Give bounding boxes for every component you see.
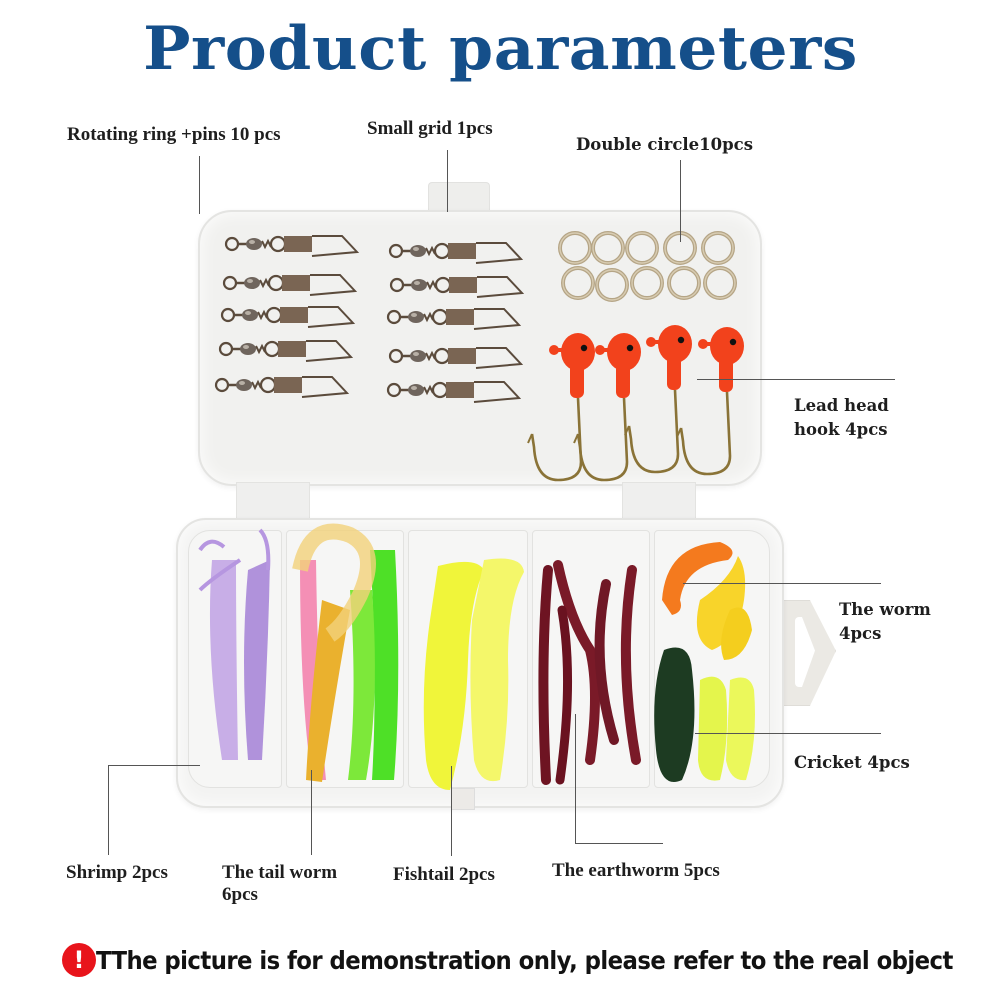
leader-line-earthworm-v [575,714,577,844]
label-cricket: Cricket 4pcs [794,753,910,772]
leader-line-double-circle [680,160,682,242]
leader-line-small-grid [447,150,449,212]
leader-line-shrimp-h [108,765,200,767]
leader-line-fishtail [451,766,453,856]
page-title: Product parameters [143,14,858,84]
label-shrimp: Shrimp 2pcs [66,862,168,883]
label-lead-head-hook-line1: Lead head [794,396,889,415]
disclaimer-note: TThe picture is for demonstration only, … [96,946,953,975]
label-the-worm-line2: 4pcs [839,624,882,643]
leader-line-tail-worm [311,770,313,855]
exclamation-icon: ! [62,943,96,977]
hinge-left [236,482,310,524]
leader-line-rotating-ring [199,156,201,214]
leader-line-earthworm-h [575,843,663,845]
label-tail-worm-line1: The tail worm [222,862,338,883]
label-double-circle: Double circle10pcs [576,135,754,154]
hinge-right [622,482,696,524]
label-the-worm-line1: The worm [839,600,931,619]
leader-line-shrimp-v [108,765,110,855]
label-lead-head-hook-line2: hook 4pcs [794,420,888,439]
label-rotating-ring: Rotating ring +pins 10 pcs [67,124,281,145]
leader-line-lead-head-hook [697,379,895,381]
leader-line-the-worm [683,583,881,585]
leader-line-cricket [695,733,881,735]
label-tail-worm-line2: 6pcs [222,884,258,905]
label-small-grid: Small grid 1pcs [367,118,493,139]
lid-latch-tab [428,182,490,215]
label-earthworm: The earthworm 5pcs [552,860,720,881]
label-fishtail: Fishtail 2pcs [393,864,495,885]
